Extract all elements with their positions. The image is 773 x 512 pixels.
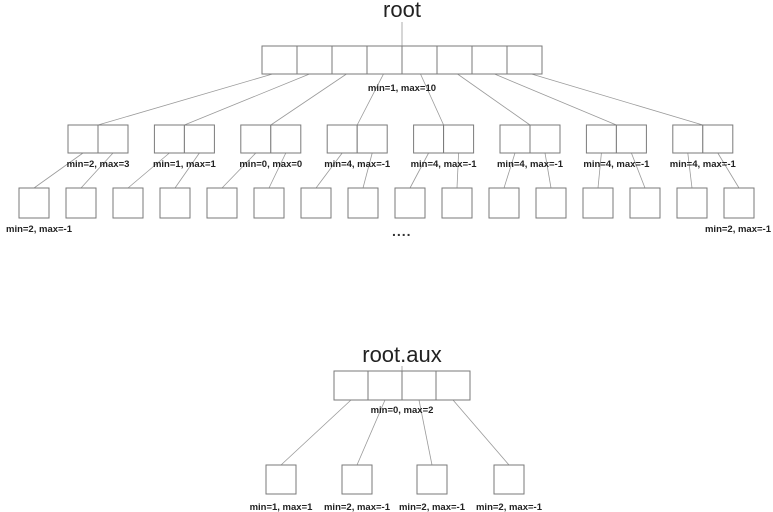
root-title: root — [383, 0, 421, 22]
leaf-node — [676, 187, 708, 219]
child-label: min=4, max=-1 — [670, 159, 737, 170]
aux-leaf-node — [265, 464, 297, 495]
child-label: min=2, max=3 — [67, 159, 130, 170]
root-child-edge — [494, 73, 617, 126]
leaf-node — [629, 187, 661, 219]
root-cell — [436, 45, 473, 75]
child-leaf-edge — [597, 152, 602, 189]
child-cell — [615, 124, 647, 154]
root-child-edge — [184, 73, 310, 126]
root-child-edge — [356, 73, 384, 126]
child-label: min=1, max=1 — [153, 159, 217, 170]
aux-label: min=0, max=2 — [371, 405, 434, 416]
child-cell — [153, 124, 185, 154]
root-cell — [401, 45, 438, 75]
child-cell — [326, 124, 358, 154]
child-cell — [413, 124, 445, 154]
root-cell — [331, 45, 368, 75]
child-leaf-edge — [127, 152, 170, 189]
leaf-node — [300, 187, 332, 219]
child-label: min=4, max=-1 — [583, 159, 650, 170]
child-leaf-edge — [687, 152, 693, 189]
child-label: min=4, max=-1 — [324, 159, 391, 170]
child-label: min=4, max=-1 — [411, 159, 478, 170]
aux-leaf-node — [341, 464, 373, 495]
aux-leaf-label: min=2, max=-1 — [399, 502, 466, 512]
child-cell — [499, 124, 531, 154]
root-cell — [261, 45, 298, 75]
aux-title: root.aux — [362, 342, 442, 367]
aux-cell — [435, 370, 471, 401]
child-leaf-edge — [268, 152, 287, 189]
root-cell — [506, 45, 543, 75]
aux-leaf-edge — [418, 399, 433, 466]
leaf-node — [394, 187, 426, 219]
root-cell — [471, 45, 508, 75]
child-leaf-edge — [221, 152, 257, 189]
child-leaf-edge — [503, 152, 516, 189]
child-leaf-edge — [544, 152, 552, 189]
aux-leaf-edge — [280, 399, 352, 466]
root-cell — [296, 45, 333, 75]
root-child-edge — [531, 73, 703, 126]
child-cell — [702, 124, 734, 154]
child-leaf-edge — [33, 152, 84, 189]
child-cell — [529, 124, 561, 154]
leaf-node — [159, 187, 191, 219]
aux-leaf-label: min=2, max=-1 — [324, 502, 391, 512]
child-cell — [443, 124, 475, 154]
root-child-edge — [457, 73, 531, 126]
child-cell — [240, 124, 272, 154]
last-leaf-label: min=2, max=-1 — [705, 224, 772, 235]
leaf-node — [347, 187, 379, 219]
first-leaf-label: min=2, max=-1 — [6, 224, 73, 235]
root-label: min=1, max=10 — [368, 83, 436, 94]
leaf-node — [441, 187, 473, 219]
child-cell — [585, 124, 617, 154]
leaf-node — [65, 187, 97, 219]
child-leaf-edge — [315, 152, 343, 189]
aux-cell — [401, 370, 437, 401]
child-label: min=0, max=0 — [239, 159, 302, 170]
aux-leaf-label: min=2, max=-1 — [476, 502, 543, 512]
edges — [33, 22, 740, 466]
child-label: min=4, max=-1 — [497, 159, 564, 170]
aux-cell — [367, 370, 403, 401]
child-cell — [270, 124, 302, 154]
root-child-edge — [420, 73, 444, 126]
aux-cell — [333, 370, 369, 401]
child-cell — [67, 124, 99, 154]
aux-leaf-node — [416, 464, 448, 495]
child-leaf-edge — [174, 152, 200, 189]
aux-leaf-edge — [356, 399, 386, 466]
child-cell — [97, 124, 129, 154]
root-child-edge — [270, 73, 347, 126]
leaf-node — [535, 187, 567, 219]
aux-leaf-label: min=1, max=1 — [250, 502, 314, 512]
leaf-node — [488, 187, 520, 219]
leaf-node — [112, 187, 144, 219]
child-cell — [356, 124, 388, 154]
ellipsis: .... — [392, 223, 412, 239]
child-leaf-edge — [717, 152, 740, 189]
leaf-node — [253, 187, 285, 219]
aux-leaf-node — [493, 464, 525, 495]
leaf-node — [206, 187, 238, 219]
aux-leaf-edge — [452, 399, 510, 466]
child-leaf-edge — [362, 152, 373, 189]
child-leaf-edge — [409, 152, 429, 189]
leaf-node — [582, 187, 614, 219]
child-cell — [672, 124, 704, 154]
child-leaf-edge — [456, 152, 459, 189]
child-leaf-edge — [80, 152, 114, 189]
root-cell — [366, 45, 403, 75]
child-leaf-edge — [631, 152, 646, 189]
child-cell — [183, 124, 215, 154]
leaf-node — [723, 187, 755, 219]
root-child-edge — [97, 73, 273, 126]
leaf-node — [18, 187, 50, 219]
nodes: min=2, max=3 min=1, max=1 min=0, max=0 min=… — [18, 45, 755, 512]
